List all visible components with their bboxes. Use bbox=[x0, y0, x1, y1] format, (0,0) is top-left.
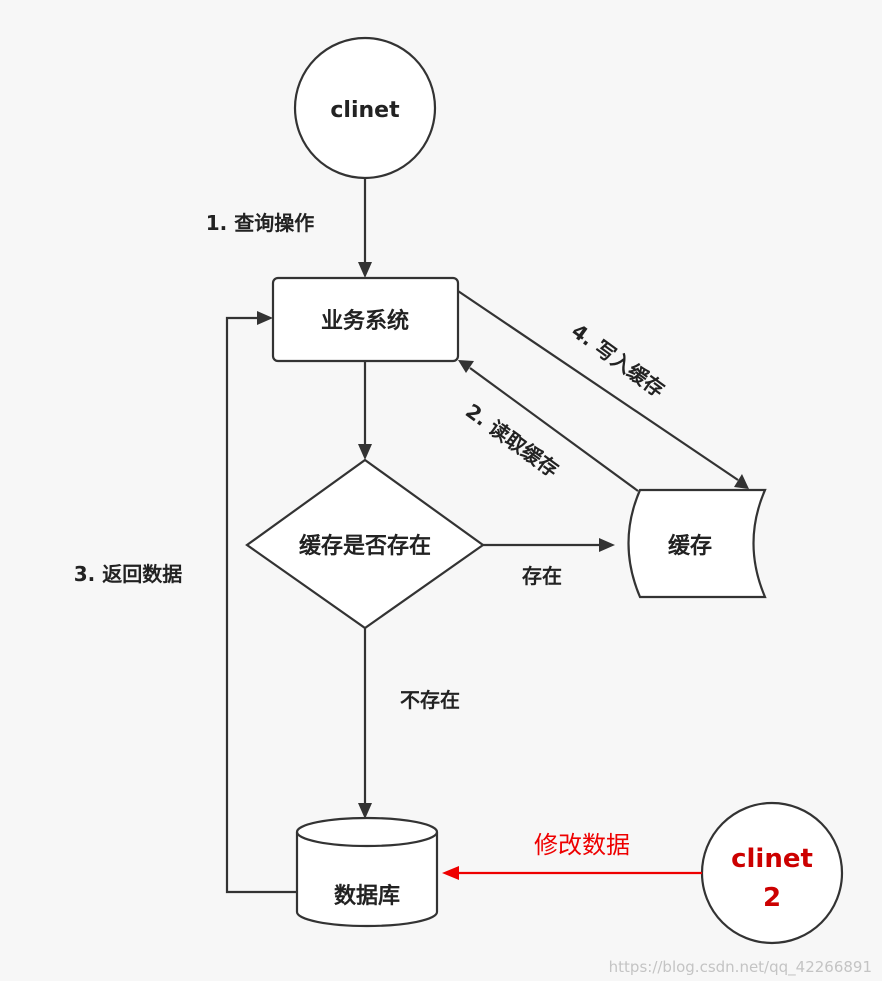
client2-number: 2 bbox=[763, 883, 781, 913]
decision-label: 缓存是否存在 bbox=[299, 533, 431, 559]
business-system-label: 业务系统 bbox=[321, 308, 409, 334]
client-label: clinet bbox=[330, 98, 400, 123]
database-node: 数据库 bbox=[295, 816, 439, 928]
edge-query: 1. 查询操作 bbox=[206, 178, 372, 278]
client2-node: clinet 2 bbox=[700, 801, 844, 945]
cache-label: 缓存 bbox=[668, 533, 712, 559]
edge-exists: 存在 bbox=[483, 538, 615, 588]
edge-read-cache: 2. 读取缓存 bbox=[458, 360, 639, 492]
return-data-label: 3. 返回数据 bbox=[74, 562, 182, 586]
write-cache-label: 4. 写入缓存 bbox=[567, 319, 669, 402]
edge-return-data: 3. 返回数据 bbox=[74, 311, 297, 894]
query-label: 1. 查询操作 bbox=[206, 211, 314, 235]
business-system-node: 业务系统 bbox=[271, 276, 460, 363]
database-label: 数据库 bbox=[334, 883, 400, 909]
modify-data-label: 修改数据 bbox=[534, 831, 630, 859]
client-node: clinet bbox=[293, 36, 437, 180]
exists-label: 存在 bbox=[522, 564, 562, 588]
edge-business-to-decision bbox=[358, 361, 372, 460]
watermark: https://blog.csdn.net/qq_42266891 bbox=[609, 958, 872, 977]
cache-node: 缓存 bbox=[627, 488, 767, 599]
edge-modify-data: 修改数据 bbox=[442, 831, 702, 880]
edge-not-exists: 不存在 bbox=[358, 628, 460, 819]
not-exists-label: 不存在 bbox=[400, 688, 460, 712]
client2-label: clinet bbox=[731, 844, 813, 874]
decision-node: 缓存是否存在 bbox=[245, 458, 485, 630]
read-cache-label: 2. 读取缓存 bbox=[461, 399, 563, 482]
